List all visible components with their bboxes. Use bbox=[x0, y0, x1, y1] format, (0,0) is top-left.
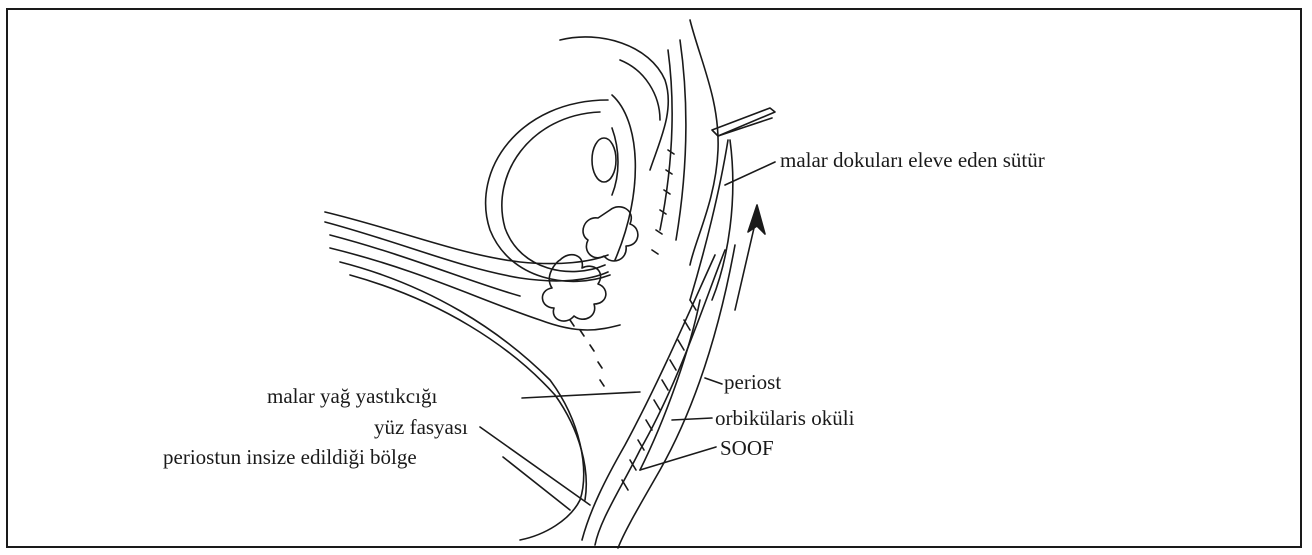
label-orbicularis: orbikülaris oküli bbox=[715, 408, 854, 429]
orbital-floor-3 bbox=[330, 235, 520, 296]
label-facial-fascia: yüz fasyası bbox=[374, 417, 468, 438]
label-soof: SOOF bbox=[720, 438, 774, 459]
fat-lobules bbox=[542, 255, 605, 321]
needle bbox=[712, 108, 775, 136]
leader-fat-pad bbox=[522, 392, 640, 398]
suture-thread-1 bbox=[690, 140, 728, 300]
soof-line bbox=[640, 300, 700, 470]
cornea bbox=[612, 95, 635, 260]
leader-orbicularis bbox=[672, 418, 712, 420]
lift-arrow-head bbox=[748, 205, 765, 234]
iris bbox=[612, 128, 618, 195]
skin-band-inner bbox=[618, 245, 735, 548]
label-incision-area: periostun insize edildiği bölge bbox=[163, 447, 417, 468]
label-fat-pad: malar yağ yastıkcığı bbox=[267, 386, 437, 407]
label-suture: malar dokuları eleve eden sütür bbox=[780, 150, 1045, 171]
lid-strip bbox=[660, 50, 672, 230]
leader-soof bbox=[640, 447, 716, 470]
periost-line bbox=[582, 255, 715, 540]
eyeball-inner bbox=[502, 112, 605, 272]
lift-arrow-shaft bbox=[735, 215, 757, 310]
texture-2 bbox=[652, 150, 674, 254]
texture-1 bbox=[622, 300, 696, 490]
upper-lid-inner bbox=[620, 60, 660, 120]
forehead-line bbox=[690, 20, 718, 265]
skin-band-outer bbox=[595, 250, 725, 545]
label-periost: periost bbox=[724, 372, 781, 393]
needle-shaft bbox=[718, 118, 772, 136]
leader-periost bbox=[705, 378, 722, 384]
leader-facial-fascia bbox=[480, 427, 590, 505]
lid-strip-2 bbox=[676, 40, 686, 240]
lens bbox=[592, 138, 616, 182]
